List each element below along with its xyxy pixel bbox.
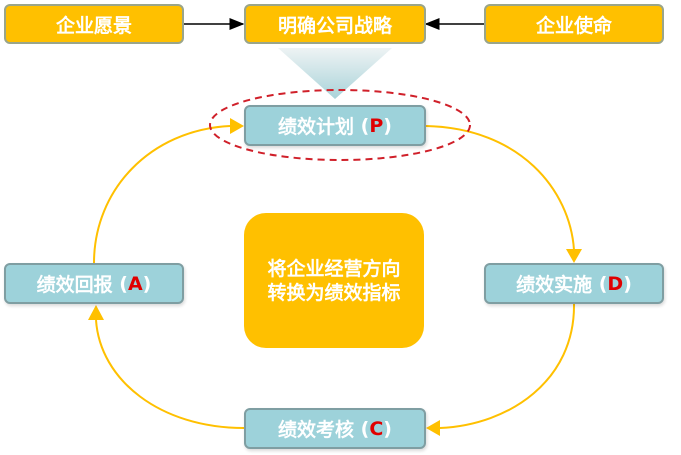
mission-box: 企业使命 [484, 4, 664, 44]
mission-label: 企业使命 [535, 14, 612, 37]
do-box: 绩效实施 (D) [484, 263, 664, 304]
strategy-box: 明确公司战略 [244, 4, 426, 44]
plan-letter: P [369, 114, 384, 137]
arrowhead-check [426, 420, 440, 436]
plan-box: 绩效计划 (P) [244, 105, 426, 146]
check-letter: C [369, 417, 384, 440]
act-letter: A [127, 272, 143, 295]
vision-label: 企业愿景 [55, 14, 132, 37]
act-box: 绩效回报 (A) [4, 263, 184, 304]
arrowhead-plan [230, 118, 244, 134]
arrowhead-do [566, 249, 582, 263]
highlight-ellipse [209, 89, 471, 161]
arc-do-to-check [439, 303, 576, 429]
act-label: 绩效回报 [36, 274, 113, 296]
funnel-triangle [278, 48, 392, 99]
arrowhead-act [88, 305, 104, 320]
check-box: 绩效考核 (C) [244, 408, 426, 449]
arc-check-to-act [95, 319, 245, 429]
vision-box: 企业愿景 [4, 4, 184, 44]
do-label: 绩效实施 [516, 274, 593, 296]
strategy-label: 明确公司战略 [277, 14, 392, 37]
arc-plan-to-do [425, 125, 575, 251]
center-text: 将企业经营方向转换为绩效指标 [267, 257, 401, 304]
plan-label: 绩效计划 [278, 116, 355, 138]
do-letter: D [607, 272, 624, 295]
arc-act-to-plan [93, 125, 231, 264]
check-label: 绩效考核 [278, 419, 355, 441]
center-goal-box: 将企业经营方向转换为绩效指标 [244, 213, 424, 348]
